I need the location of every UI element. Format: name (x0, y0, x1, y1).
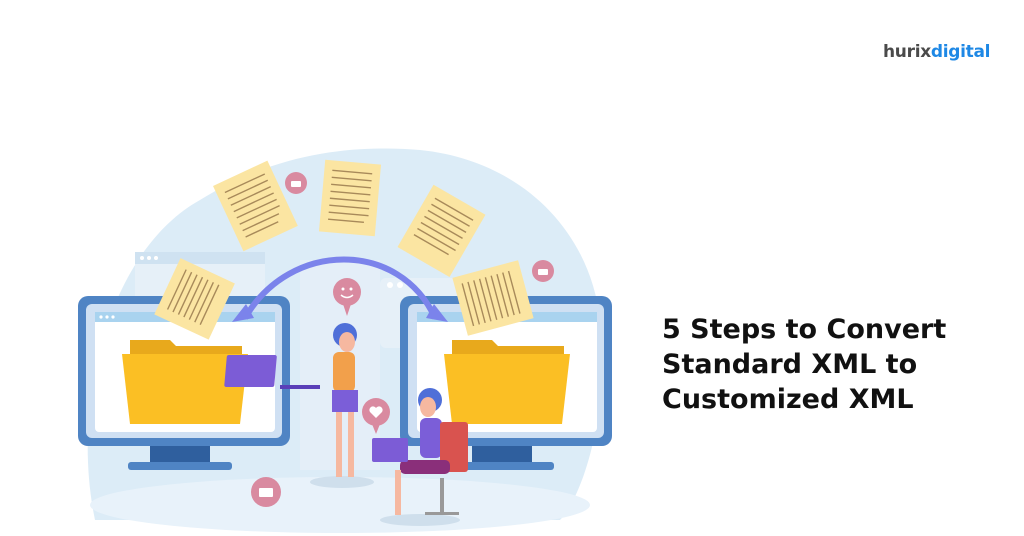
thumbs-up-icon (285, 172, 307, 194)
logo-text-hurix: hurix (883, 42, 931, 62)
title-line-1: 5 Steps to Convert (662, 314, 947, 345)
title-line-2: Standard XML to (662, 349, 918, 380)
document-icon (154, 258, 235, 340)
document-icon (397, 184, 486, 278)
thumbs-up-icon (251, 477, 281, 507)
monitor-right (400, 296, 612, 470)
transfer-arrow-icon (232, 256, 448, 322)
brand-logo: hurixdigital (883, 42, 991, 62)
thumbs-up-icon (532, 260, 554, 282)
logo-text-digital: digital (930, 42, 991, 62)
folder-icon (122, 340, 248, 424)
monitor-left (78, 296, 290, 470)
smiley-bubble-icon (333, 278, 361, 316)
sitting-woman-figure (372, 388, 468, 526)
document-icon (452, 260, 534, 336)
standing-woman-figure (224, 323, 374, 488)
folder-icon (444, 340, 570, 424)
document-icon (213, 160, 298, 252)
heart-bubble-icon (362, 398, 390, 434)
title-line-3: Customized XML (662, 384, 914, 415)
document-icon (318, 159, 382, 237)
page-title: 5 Steps to Convert Standard XML to Custo… (662, 312, 1002, 417)
